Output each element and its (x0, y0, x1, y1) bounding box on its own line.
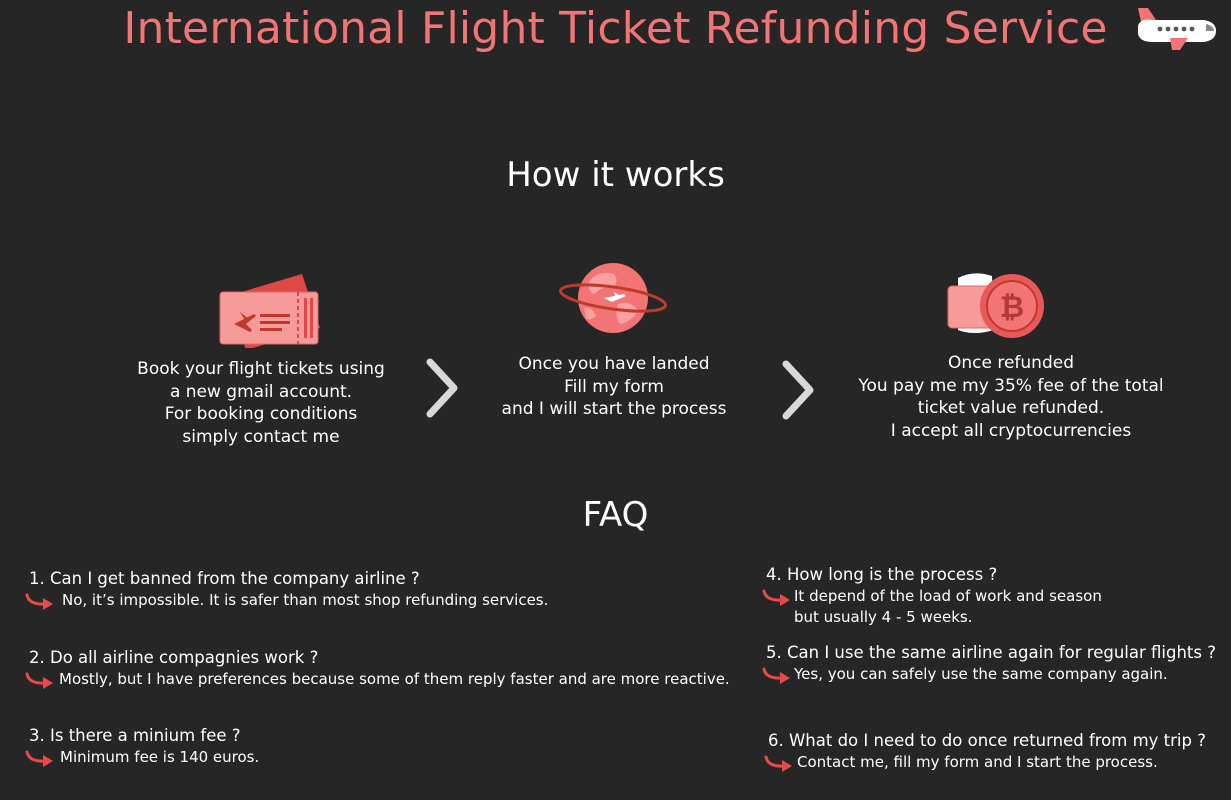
step-book-tickets: Book your flight tickets using a new gma… (137, 359, 385, 447)
faq-question: 5. Can I use the same airline again for … (766, 643, 1217, 662)
curved-arrow-icon (25, 593, 53, 610)
curved-arrow-icon (764, 755, 792, 772)
faq-item: 2. Do all airline compagnies work ? Most… (25, 647, 730, 690)
faq-question: 1. Can I get banned from the company air… (29, 569, 420, 588)
step-fill-form: Once you have landed Fill my form and I … (501, 354, 727, 419)
faq-answer: Minimum fee is 140 euros. (25, 747, 259, 768)
faq-question: 2. Do all airline compagnies work ? (29, 648, 319, 667)
curved-arrow-icon (25, 750, 53, 767)
faq-item: 3. Is there a minium fee ? Minimum fee i… (25, 725, 259, 768)
svg-text:₿: ₿ (1000, 290, 1024, 325)
faq-question: 4. How long is the process ? (766, 565, 998, 584)
faq-answer: Contact me, fill my form and I start the… (764, 752, 1206, 773)
faq-heading: FAQ (582, 495, 649, 535)
faq-answer: No, it’s impossible. It is safer than mo… (25, 590, 548, 611)
step-pay-fee: Once refunded You pay me my 35% fee of t… (858, 353, 1164, 441)
ticket-icon (219, 274, 320, 348)
faq-answer: It depend of the load of work and season… (762, 586, 1102, 628)
bitcoin-icon: ₿ (947, 273, 1044, 338)
faq-answer: Yes, you can safely use the same company… (762, 664, 1216, 685)
faq-question: 6. What do I need to do once returned fr… (768, 731, 1206, 750)
chevron-right-icon (782, 360, 814, 420)
faq-item: 5. Can I use the same airline again for … (762, 642, 1217, 685)
globe-icon (558, 263, 668, 333)
airplane-icon (1138, 8, 1216, 50)
faq-answer: Mostly, but I have preferences because s… (25, 669, 730, 690)
faq-item: 4. How long is the process ? It depend o… (762, 564, 1102, 628)
faq-item: 6. What do I need to do once returned fr… (764, 730, 1206, 773)
page-title: International Flight Ticket Refunding Se… (123, 3, 1108, 54)
faq-item: 1. Can I get banned from the company air… (25, 568, 548, 611)
chevron-right-icon (426, 358, 458, 418)
faq-question: 3. Is there a minium fee ? (29, 726, 241, 745)
curved-arrow-icon (762, 589, 790, 606)
curved-arrow-icon (25, 672, 53, 689)
curved-arrow-icon (762, 667, 790, 684)
how-it-works-heading: How it works (506, 155, 725, 195)
